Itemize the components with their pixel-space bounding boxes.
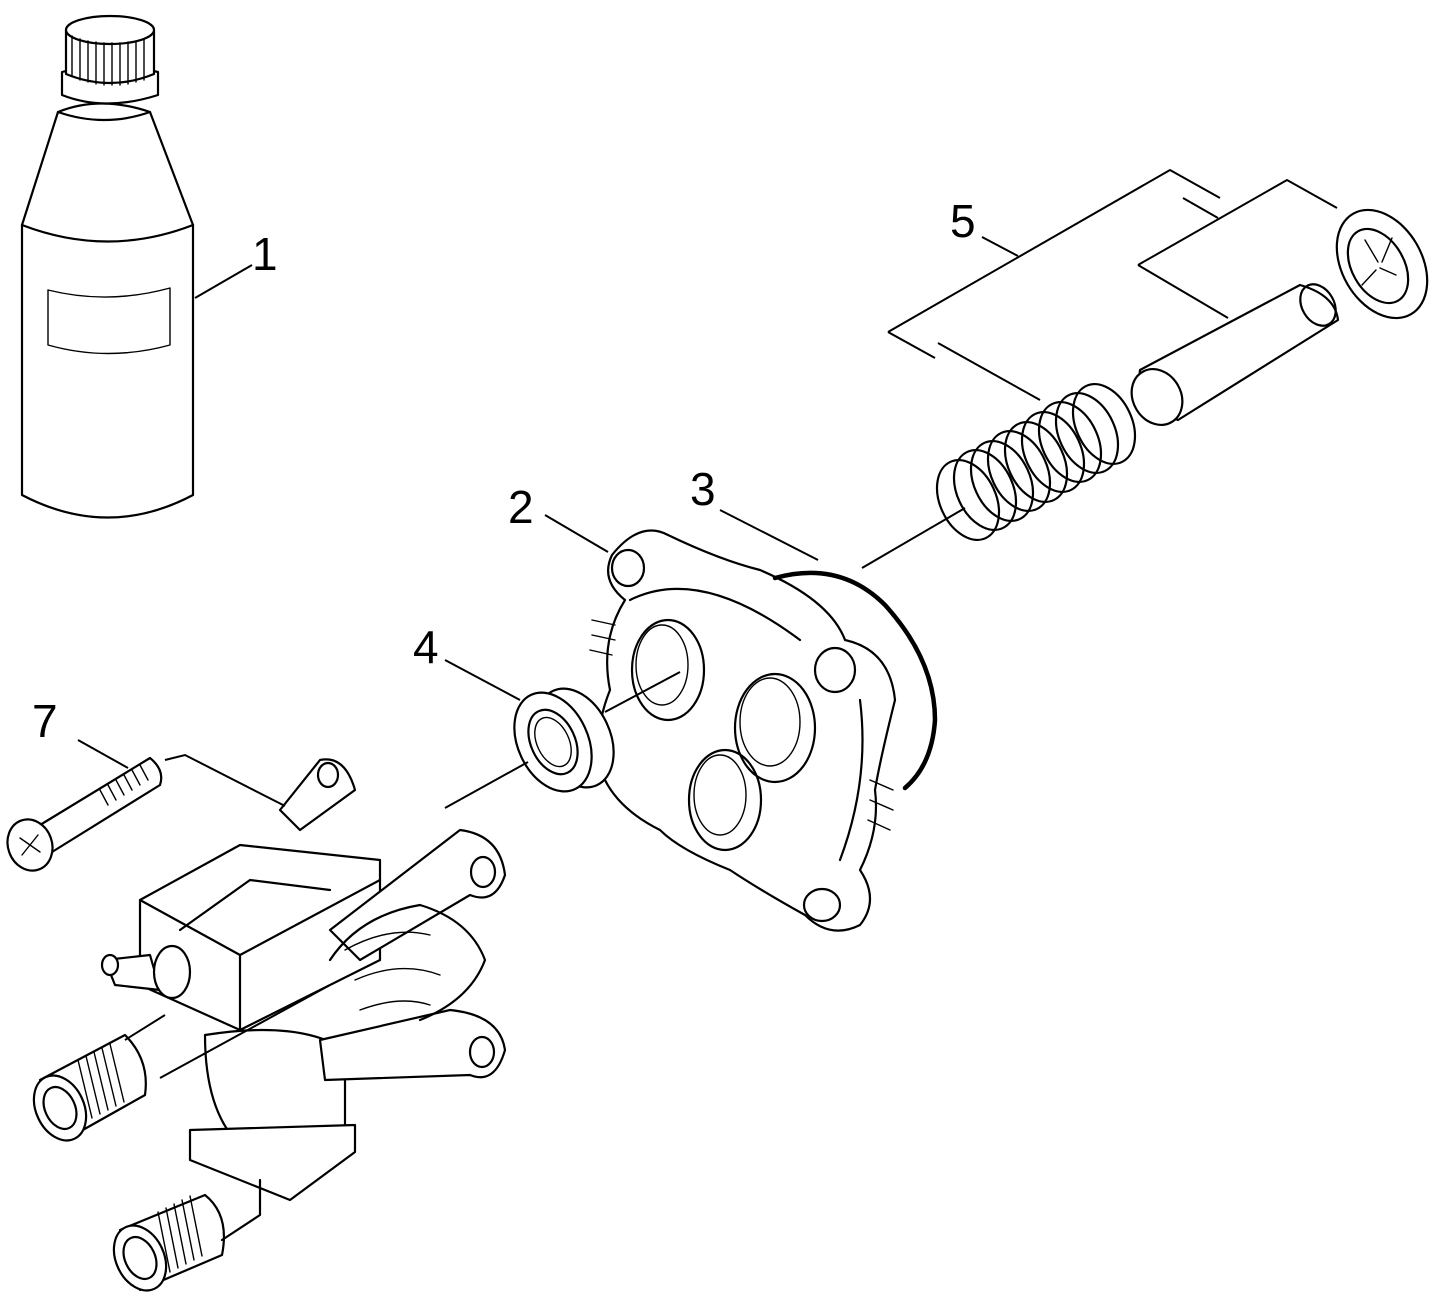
axis-line-screw <box>164 753 286 807</box>
axis-line-flange <box>604 671 681 713</box>
callout-labels: 1 2 3 4 5 7 <box>32 195 976 747</box>
leader-4 <box>444 659 521 701</box>
callout-7: 7 <box>32 695 58 747</box>
leader-7 <box>77 739 129 769</box>
callout-4: 4 <box>413 621 439 673</box>
callout-2: 2 <box>508 481 534 533</box>
leader-lines <box>77 236 1019 1079</box>
axis-line-fitting-1 <box>124 1014 166 1041</box>
callout-3: 3 <box>690 463 716 515</box>
axis-line-seal <box>444 761 529 809</box>
leader-1 <box>194 264 253 299</box>
valve-housing-flange-icon <box>589 529 897 932</box>
o-ring-icon <box>772 570 938 791</box>
axis-line-fitting-2 <box>159 984 331 1079</box>
seal-ring-icon <box>513 687 615 793</box>
callout-1: 1 <box>252 228 278 280</box>
axis-line-spring <box>861 507 966 569</box>
leader-3 <box>719 509 819 561</box>
piston-spring-kit-icon <box>887 168 1429 541</box>
leader-2 <box>544 514 609 553</box>
oil-bottle-icon <box>20 14 195 519</box>
leader-5 <box>981 236 1019 257</box>
pump-valve-block-icon <box>32 758 507 1292</box>
callout-5: 5 <box>950 195 976 247</box>
screw-icon <box>6 756 163 872</box>
